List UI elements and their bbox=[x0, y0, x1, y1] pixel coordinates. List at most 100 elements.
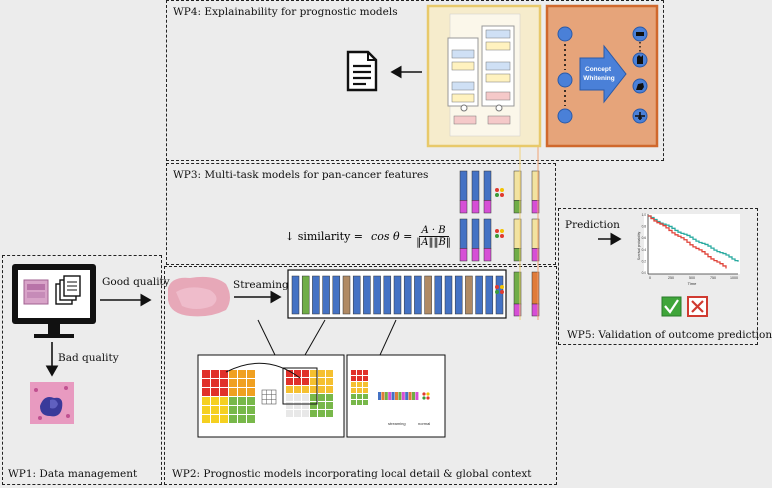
prediction-label: Prediction bbox=[565, 219, 620, 231]
km-ytick: 0.6 bbox=[642, 236, 647, 240]
grid-tile bbox=[310, 394, 317, 401]
km-xtick: 1000 bbox=[730, 276, 738, 280]
grid-tile bbox=[302, 394, 309, 401]
legend-normal: normal bbox=[418, 421, 430, 426]
grid-tile bbox=[357, 370, 362, 375]
streaming-label: Streaming bbox=[233, 279, 289, 291]
grid-tile bbox=[211, 379, 219, 387]
grid-tile bbox=[310, 410, 317, 417]
grid-tile bbox=[211, 388, 219, 396]
concept-text-2: Whitening bbox=[583, 75, 614, 82]
grid-tile bbox=[238, 388, 246, 396]
grid-tile bbox=[211, 415, 219, 423]
stacked-bar bbox=[513, 200, 522, 214]
wp1-panel bbox=[2, 255, 162, 485]
cluster-dots-icon-3 bbox=[495, 285, 504, 294]
grid-tile bbox=[357, 388, 362, 393]
concept-whitening-panel: Concept Whitening bbox=[545, 4, 659, 148]
grid-tile bbox=[326, 370, 333, 377]
strip-cell bbox=[405, 392, 409, 400]
stream-bar bbox=[393, 275, 402, 315]
grid-tile bbox=[363, 394, 368, 399]
grid-tile bbox=[318, 378, 325, 385]
stacked-bar bbox=[459, 218, 468, 249]
grid-tile bbox=[363, 388, 368, 393]
mini-grid-icon bbox=[261, 389, 277, 405]
grid-tile bbox=[229, 415, 237, 423]
wp2-output-bars bbox=[513, 271, 540, 317]
km-xtick: 500 bbox=[689, 276, 695, 280]
mini-dots-icon bbox=[422, 392, 430, 400]
grid-tile bbox=[238, 370, 246, 378]
strip-cell bbox=[415, 392, 419, 400]
feature-strip bbox=[378, 392, 419, 400]
stacked-bar bbox=[471, 218, 480, 249]
wp4-label: WP4: Explainability for prognostic model… bbox=[173, 6, 398, 18]
grid-tile bbox=[286, 386, 293, 393]
strip-cell bbox=[412, 392, 415, 400]
stream-bar bbox=[495, 275, 504, 315]
km-ytick: 1.0 bbox=[642, 213, 647, 217]
km-xtick: 750 bbox=[710, 276, 716, 280]
bad-quality-label: Bad quality bbox=[58, 352, 119, 364]
grid-tile bbox=[247, 415, 255, 423]
grid-tile bbox=[238, 379, 246, 387]
wp2-panel bbox=[164, 266, 557, 485]
monitor-icon bbox=[12, 264, 96, 338]
grid-tile bbox=[202, 415, 210, 423]
stacked-bar bbox=[471, 170, 480, 201]
km-ytick: 0.4 bbox=[642, 248, 647, 252]
km-ytick: 0.8 bbox=[642, 225, 647, 229]
stacked-bar bbox=[513, 248, 522, 262]
similarity-prefix: ↓ similarity = bbox=[285, 230, 364, 243]
stream-bar bbox=[332, 275, 341, 315]
grid-tile bbox=[310, 378, 317, 385]
cluster-dots-icon bbox=[495, 188, 504, 197]
grid-tile bbox=[351, 370, 356, 375]
tile-grid-small bbox=[351, 370, 368, 405]
grid-tile bbox=[351, 376, 356, 381]
grid-tile bbox=[247, 370, 255, 378]
slide-stack-icon bbox=[23, 279, 49, 305]
grid-tile bbox=[286, 378, 293, 385]
stream-bar bbox=[444, 275, 453, 315]
grid-tile bbox=[211, 406, 219, 414]
cross-icon bbox=[687, 296, 708, 317]
grid-tile bbox=[326, 402, 333, 409]
grid-tile bbox=[229, 406, 237, 414]
grid-tile bbox=[302, 402, 309, 409]
stream-bar bbox=[291, 275, 300, 315]
stacked-bar bbox=[483, 218, 492, 249]
grid-tile bbox=[286, 370, 293, 377]
cluster-dots-icon-2 bbox=[495, 229, 504, 238]
grid-tile bbox=[318, 394, 325, 401]
strip-cell bbox=[391, 392, 395, 400]
grid-tile bbox=[326, 386, 333, 393]
stacked-bar bbox=[471, 248, 480, 262]
stacked-bar bbox=[531, 200, 540, 214]
grid-tile bbox=[220, 370, 228, 378]
strip-cell bbox=[381, 392, 385, 400]
stream-bar bbox=[465, 275, 473, 315]
km-ylabel: Survival probability bbox=[637, 231, 641, 260]
grid-tile bbox=[247, 406, 255, 414]
document-icon bbox=[346, 50, 378, 92]
km-yticks: 0.00.20.40.60.81.0 bbox=[642, 213, 647, 275]
similarity-formula: ↓ similarity = cos θ = A · B ‖A‖‖B‖ bbox=[285, 225, 451, 248]
stream-bar bbox=[312, 275, 320, 315]
grid-tile bbox=[220, 397, 228, 405]
grid-tile bbox=[318, 386, 325, 393]
wp1-label: WP1: Data management bbox=[8, 468, 138, 480]
wp5-label: WP5: Validation of outcome prediction bbox=[567, 329, 772, 341]
grid-tile bbox=[357, 400, 362, 405]
grid-tile bbox=[220, 406, 228, 414]
tile-grid-right bbox=[286, 370, 333, 417]
stream-bar bbox=[342, 275, 351, 315]
stream-bar bbox=[434, 275, 443, 315]
stream-bar bbox=[485, 275, 494, 315]
grid-tile bbox=[326, 378, 333, 385]
grid-tile bbox=[310, 386, 317, 393]
grid-tile bbox=[357, 376, 362, 381]
